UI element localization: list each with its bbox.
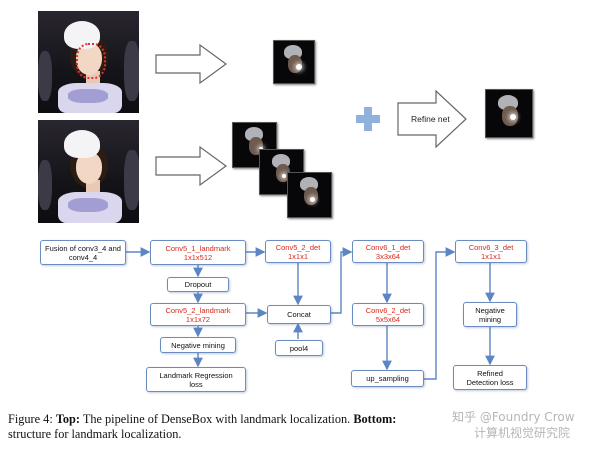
caption-bottom-label: Bottom: [353,412,397,426]
fusion-conv3-conv4-box: Fusion of conv3_4 and conv4_4 [40,240,126,265]
negative-mining-landmark-box: Negative mining [160,337,236,353]
landmark-regression-loss-box: Landmark Regression loss [146,367,246,392]
refined-detection-loss-box: Refined Detection loss [453,365,527,390]
landmark-map-stack-3 [287,172,332,218]
figure-caption: Figure 4: Top: The pipeline of DenseBox … [8,412,598,442]
refine-arrow [397,89,467,149]
landmark-dots [76,43,106,79]
network-connectors [126,247,495,380]
concat-box: Concat [267,305,331,324]
conv6-3-det-box: Conv6_3_det 1x1x1 [455,240,527,263]
conv5-2-det-box: Conv5_2_det 1x1x1 [265,240,331,263]
input-photo-top [38,11,139,113]
refined-output-heatmap [485,89,533,138]
conv5-1-landmark-box: Conv5_1_landmark 1x1x512 [150,240,246,265]
input-photo-bottom [38,120,139,223]
pool4-box: pool4 [275,340,323,356]
pipeline-arrow-1 [155,43,228,85]
conv6-2-det-box: Conv6_2_det 5x5x64 [352,303,424,326]
landmark-map-stack-1 [232,122,277,168]
refine-net-label: Refine net [411,114,450,124]
conv5-2-landmark-box: Conv5_2_landmark 1x1x72 [150,303,246,326]
caption-top-text: The pipeline of DenseBox with landmark l… [82,412,351,426]
plus-icon [356,107,380,131]
landmark-heatmap-top [273,40,315,84]
watermark-line1: 知乎 @Foundry Crow [452,410,575,424]
conv6-1-det-box: Conv6_1_det 3x3x64 [352,240,424,263]
caption-bottom-text: structure for landmark localization. [8,427,182,441]
up-sampling-box: up_sampling [351,370,424,387]
figure-label: Figure 4: [8,412,53,426]
negative-mining-det-box: Negative mining [463,302,517,327]
dropout-box: Dropout [167,277,229,292]
caption-top-label: Top: [55,412,80,426]
pipeline-arrow-2 [155,145,228,187]
watermark-line2: 计算机视觉研究院 [474,426,571,440]
